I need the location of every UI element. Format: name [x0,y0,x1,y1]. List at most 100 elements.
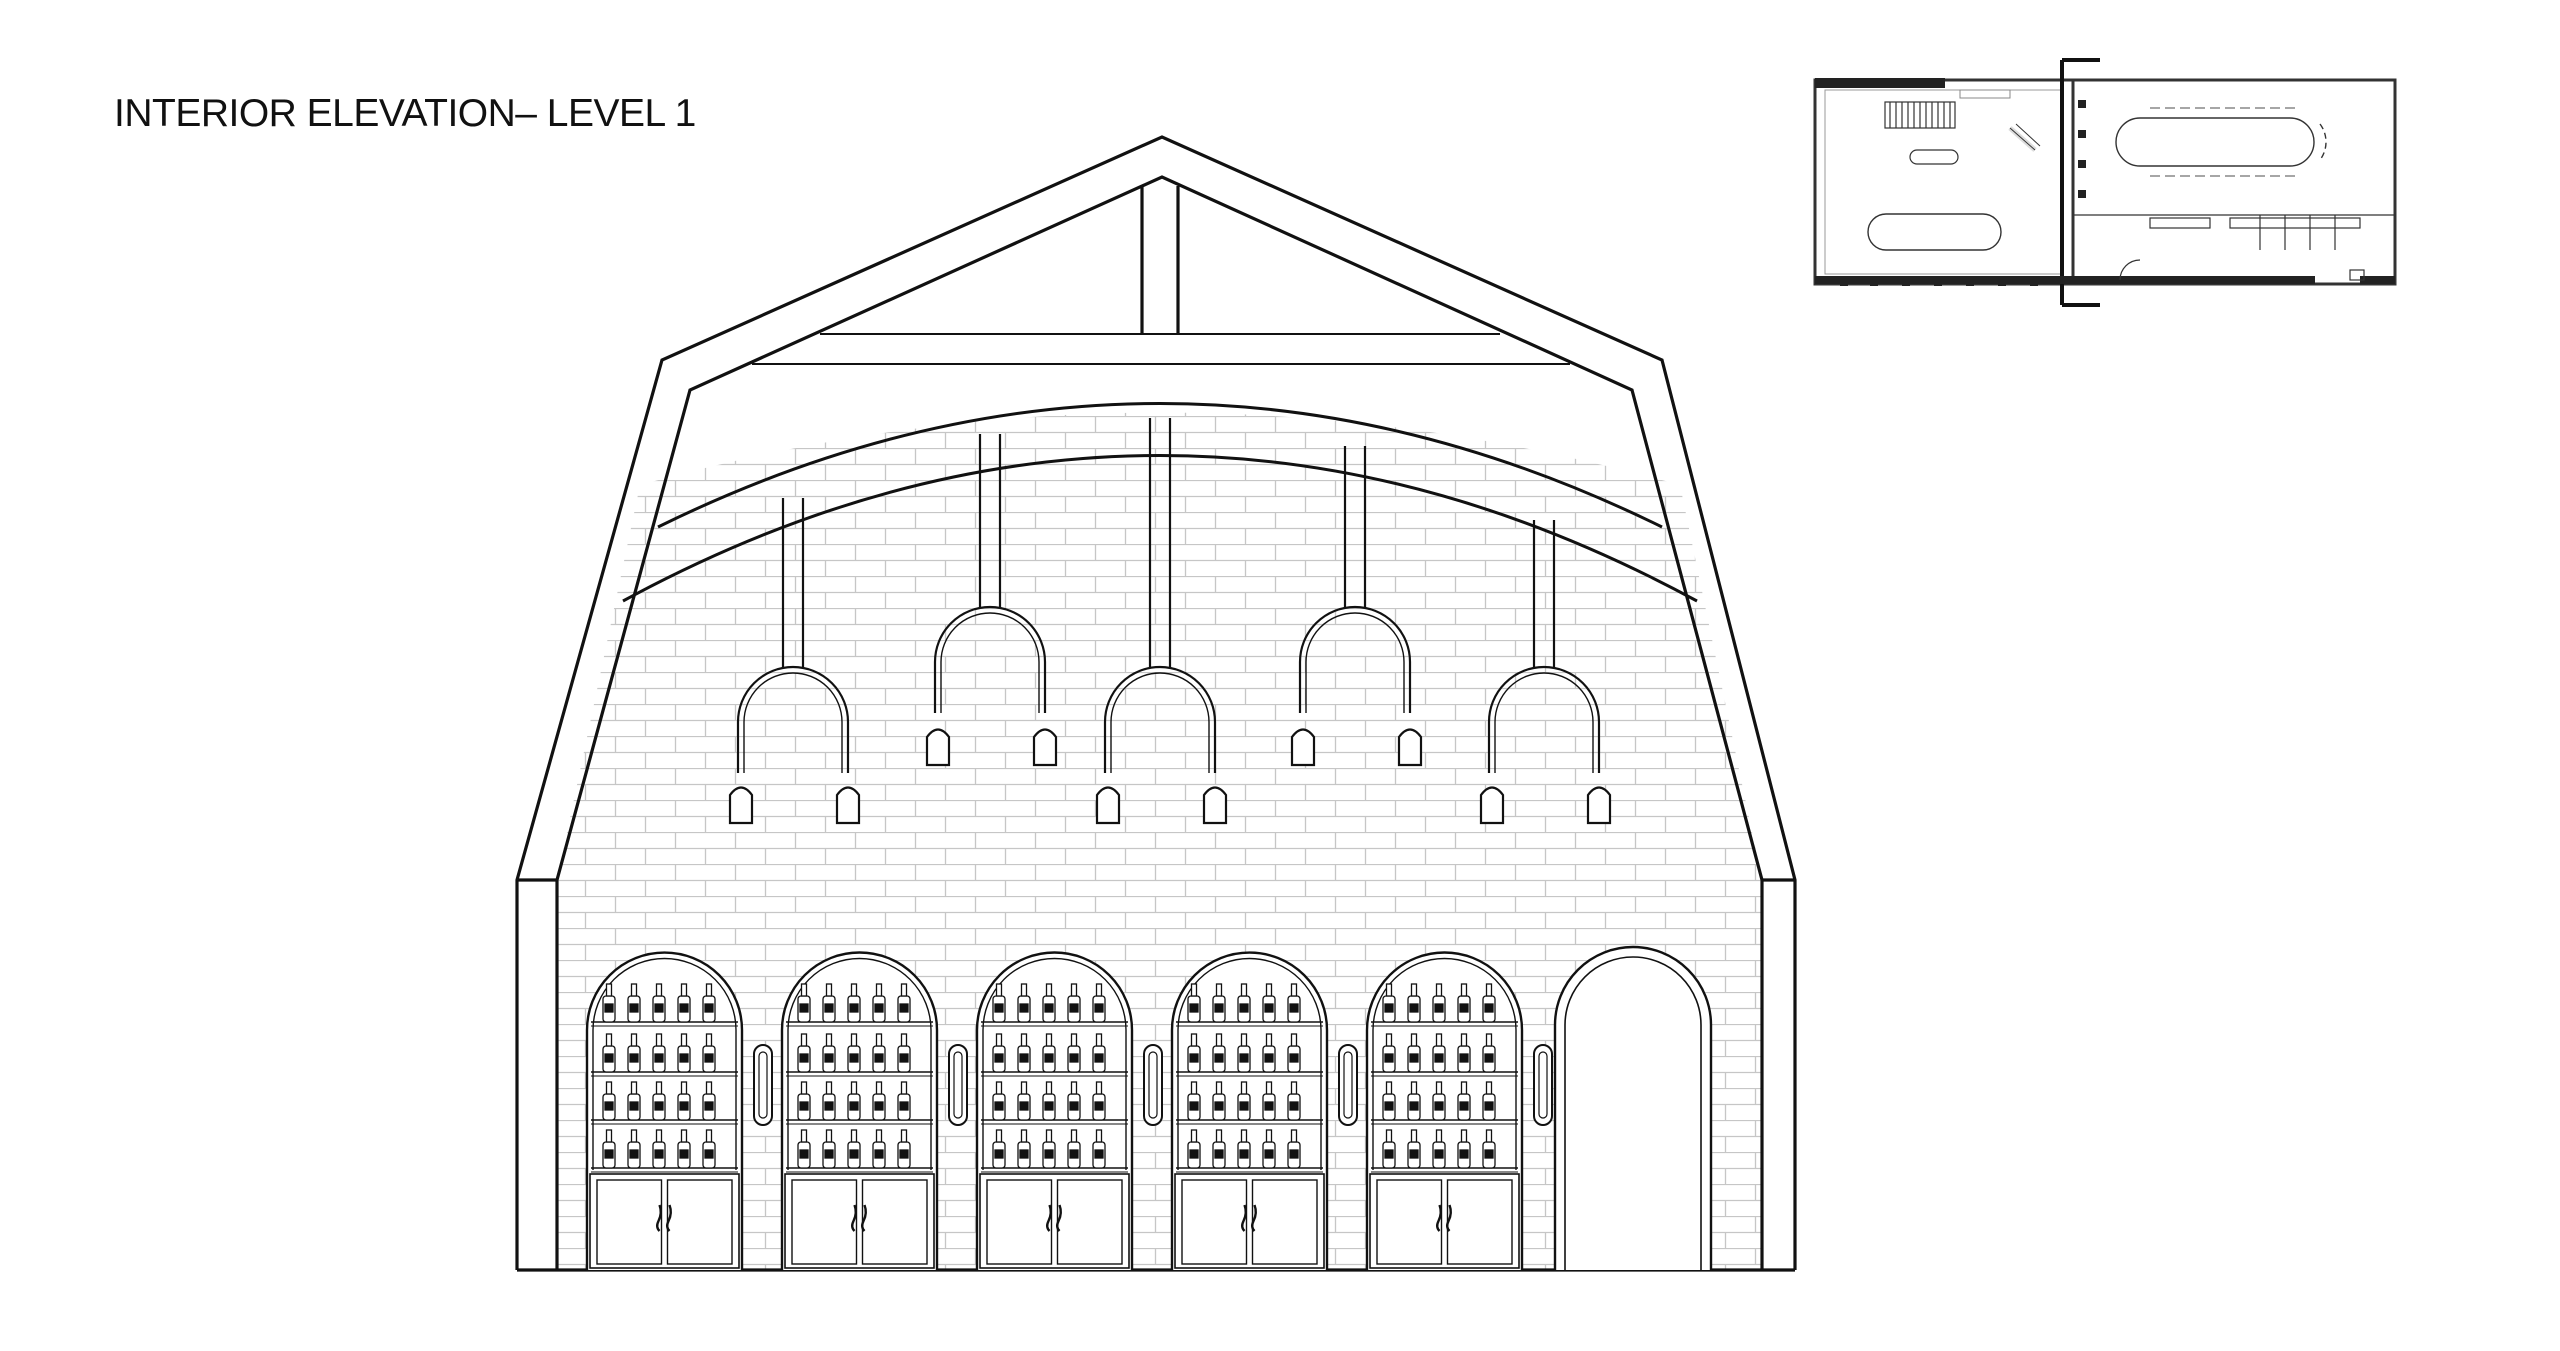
wine-bottle [602,983,616,1023]
wine-bottle [1092,1129,1106,1169]
wine-cabinets [585,951,1524,1270]
wine-cabinet [780,951,939,1270]
wine-bottle [602,1033,616,1073]
floor-plan [1813,58,2397,307]
wine-bottle [652,983,666,1023]
wine-bottle [1457,1081,1471,1121]
wall-sconce [948,1044,968,1126]
pendant-light [1290,446,1423,767]
plan-bar-table [1867,213,2002,251]
wine-bottle [652,1129,666,1169]
wine-bottle [627,983,641,1023]
wine-bottle [897,1081,911,1121]
wine-bottle [1457,1033,1471,1073]
pendant-light [925,434,1058,767]
wine-bottle [1262,1081,1276,1121]
wine-bottle [1287,1081,1301,1121]
wine-bottle [702,1033,716,1073]
plan-columns [1840,100,2086,286]
wine-bottle [1287,983,1301,1023]
wine-bottle [1042,1081,1056,1121]
plan-restrooms [2073,214,2395,281]
wine-bottle [1287,1129,1301,1169]
wine-bottle [822,1033,836,1073]
wine-bottle [677,1033,691,1073]
wall-sconce [1533,1044,1553,1126]
wall-sconce [1338,1044,1358,1126]
pendant-lights [728,418,1612,825]
wine-bottle [1432,1081,1446,1121]
wine-bottle [1187,983,1201,1023]
wine-bottle [1287,1033,1301,1073]
pendant-light [1095,418,1228,825]
wine-bottle [1042,983,1056,1023]
wine-bottle [797,1081,811,1121]
wine-bottle [872,983,886,1023]
wine-bottle [1482,983,1496,1023]
drawing-title: INTERIOR ELEVATION– LEVEL 1 [114,92,696,135]
wine-bottle [1092,1033,1106,1073]
wall-sconce [1143,1044,1163,1126]
roof-structure [515,135,1797,1272]
wine-bottle [1067,1081,1081,1121]
wine-bottle [847,983,861,1023]
wine-bottle [1187,1129,1201,1169]
wine-cabinet [975,951,1134,1270]
wine-bottle [602,1129,616,1169]
plan-right-room [2071,78,2397,286]
wine-bottle [1212,1081,1226,1121]
wine-bottle [1407,1033,1421,1073]
wine-bottle [797,983,811,1023]
wine-bottle [797,1033,811,1073]
wine-bottle [627,1033,641,1073]
wine-bottle [1407,1081,1421,1121]
wine-bottle [897,983,911,1023]
wine-bottle [992,1033,1006,1073]
wine-bottle [1237,983,1251,1023]
wine-bottle [872,1081,886,1121]
wine-bottle [1237,1033,1251,1073]
wine-bottle [992,1129,1006,1169]
wine-bottle [1067,983,1081,1023]
wine-bottle [627,1081,641,1121]
pendant-light [728,498,861,825]
wine-bottle [1382,983,1396,1023]
wine-bottle [1382,1129,1396,1169]
wine-bottle [1262,983,1276,1023]
wine-bottle [1042,1129,1056,1169]
wine-bottle [897,1129,911,1169]
wine-bottle [702,1129,716,1169]
wall-sconces [753,1044,1553,1126]
pendant-light [1479,520,1612,825]
wine-bottle [1092,1081,1106,1121]
wine-bottle [1017,1129,1031,1169]
wine-bottle [602,1081,616,1121]
wine-bottle [1017,983,1031,1023]
wine-bottle [677,1129,691,1169]
wine-bottle [1042,1033,1056,1073]
arched-doorway [1553,945,1713,1270]
wine-bottle [1457,983,1471,1023]
wine-bottle [702,1081,716,1121]
wine-bottle [1262,1033,1276,1073]
wine-bottle [1067,1033,1081,1073]
wine-bottle [1017,1081,1031,1121]
plan-stair [1884,101,1956,129]
wine-bottle [992,1081,1006,1121]
wine-bottle [822,1081,836,1121]
wine-bottle [797,1129,811,1169]
wine-bottle [822,1129,836,1169]
wine-bottle [1407,983,1421,1023]
wine-bottle [1482,1033,1496,1073]
wine-bottle [847,1129,861,1169]
wine-bottle [1482,1129,1496,1169]
wine-bottle [1432,1033,1446,1073]
wine-bottle [1212,1129,1226,1169]
wine-bottle [1237,1129,1251,1169]
wall-sconce [753,1044,773,1126]
wine-bottle [1457,1129,1471,1169]
wine-bottle [847,1033,861,1073]
wine-bottle [627,1129,641,1169]
